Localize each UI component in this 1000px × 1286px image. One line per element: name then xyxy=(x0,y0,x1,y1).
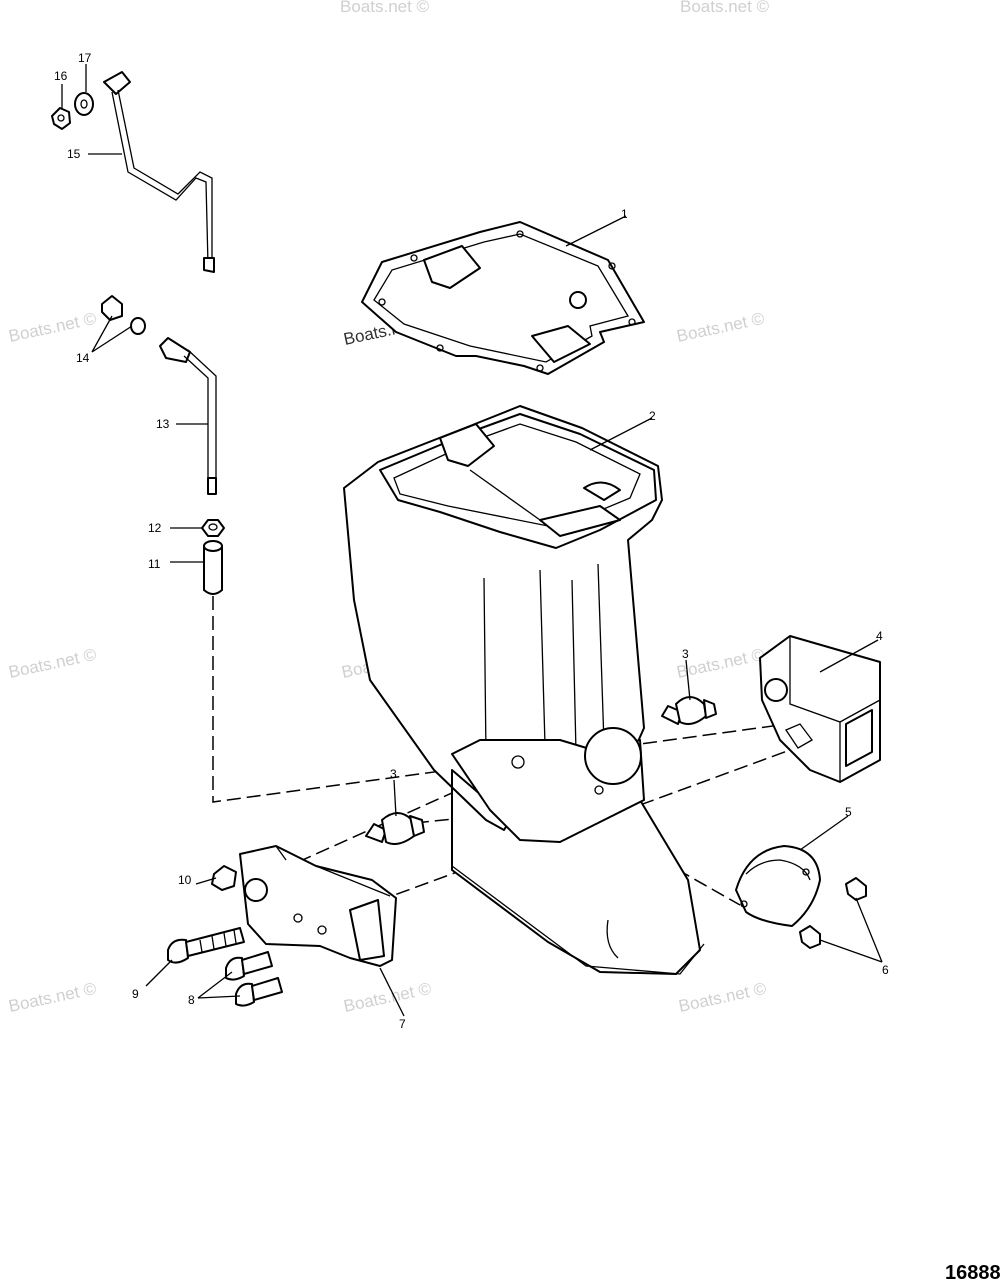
bolts-8 xyxy=(225,951,283,1007)
callout-11: 11 xyxy=(148,557,161,571)
bracket-4 xyxy=(759,635,881,783)
callout-15: 15 xyxy=(67,147,81,161)
watermark: Boats.net © xyxy=(7,979,99,1016)
callout-6: 6 xyxy=(882,963,889,977)
leader-lines xyxy=(61,64,883,1017)
bolt-9 xyxy=(167,927,245,964)
callout-13: 13 xyxy=(156,417,170,431)
callouts: 1 2 3 3 4 5 6 7 8 9 10 11 12 13 14 15 16… xyxy=(54,51,889,1031)
watermark: Boats.net © xyxy=(675,309,767,346)
callout-17: 17 xyxy=(78,51,92,65)
callout-5: 5 xyxy=(845,805,852,819)
callout-3-lower: 3 xyxy=(390,767,397,781)
nut-12 xyxy=(201,519,225,537)
callout-1: 1 xyxy=(621,207,628,221)
cover-5 xyxy=(735,845,821,927)
callout-12: 12 xyxy=(148,521,162,535)
screw-14 xyxy=(101,295,146,335)
watermark: Boats.net © xyxy=(677,979,769,1016)
callout-16: 16 xyxy=(54,69,68,83)
washer-17 xyxy=(74,92,94,116)
bracket-7 xyxy=(239,845,397,967)
callout-2: 2 xyxy=(649,409,656,423)
watermark: Boats.net © xyxy=(7,309,99,346)
callout-9: 9 xyxy=(132,987,139,1001)
figure-number: 16888 xyxy=(945,1262,1000,1284)
gasket-1 xyxy=(361,221,645,375)
rod-15 xyxy=(103,71,215,273)
watermark: Boats.net © xyxy=(340,0,430,16)
callout-14: 14 xyxy=(76,351,90,365)
screws-6 xyxy=(799,877,867,949)
rod-13 xyxy=(159,337,217,495)
callout-3-upper: 3 xyxy=(682,647,689,661)
nut-16 xyxy=(51,107,71,130)
callout-4: 4 xyxy=(876,629,883,643)
driveshaft-housing-2 xyxy=(343,405,705,975)
watermark: Boats.net © xyxy=(680,0,770,16)
callout-7: 7 xyxy=(399,1017,406,1031)
sleeve-11 xyxy=(203,540,223,595)
nut-10 xyxy=(211,865,237,891)
callout-8: 8 xyxy=(188,993,195,1007)
watermark: Boats.net © xyxy=(7,645,99,682)
callout-10: 10 xyxy=(178,873,192,887)
mount-3-lower xyxy=(365,812,425,845)
mount-3-upper xyxy=(661,696,717,725)
